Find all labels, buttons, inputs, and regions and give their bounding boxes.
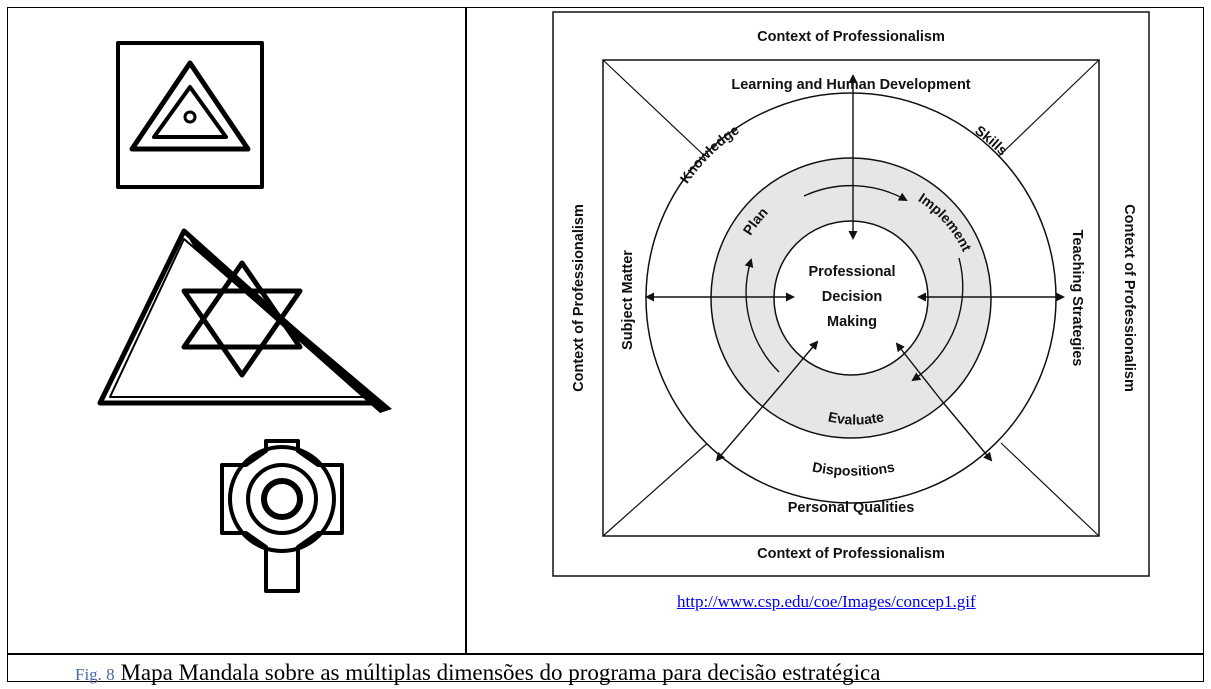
figure-frame (7, 7, 1204, 682)
triangle-star-symbol (97, 228, 392, 413)
mandala-symbols (97, 41, 392, 593)
connector-arrows (645, 74, 1065, 462)
context-label-top: Context of Professionalism (757, 29, 945, 45)
circle-cross-symbol (220, 439, 344, 593)
teaching-strategies-label: Teaching Strategies (1069, 230, 1085, 367)
column-divider (465, 7, 467, 654)
source-link[interactable]: http://www.csp.edu/coe/Images/concep1.gi… (677, 592, 976, 611)
center-circle (773, 220, 929, 376)
diagram-frames (552, 11, 1150, 577)
outer-frame (552, 11, 1150, 577)
center-label-line-2: Decision (822, 289, 882, 305)
center-label-line-3: Making (827, 314, 877, 330)
square-triangle-symbol (116, 41, 264, 189)
concept-diagram: Context of Professionalism Context of Pr… (552, 11, 1150, 577)
subject-matter-label: Subject Matter (620, 250, 636, 350)
dispositions-label: Dispositions (811, 458, 896, 478)
evaluate-label: Evaluate (827, 408, 886, 427)
personal-qualities-label: Personal Qualities (788, 500, 915, 516)
caption-text: Mapa Mandala sobre as múltiplas dimensõe… (114, 660, 881, 685)
figure-caption: Fig. 8 Mapa Mandala sobre as múltiplas d… (75, 660, 880, 686)
caption-divider (7, 653, 1204, 655)
concentric-rings (645, 92, 1057, 504)
center-label-line-1: Professional (808, 264, 895, 280)
inner-frame (602, 59, 1100, 537)
figure-number: Fig. 8 (75, 665, 115, 684)
context-label-right: Context of Professionalism (1121, 204, 1137, 392)
context-label-bottom: Context of Professionalism (757, 546, 945, 562)
context-label-left: Context of Professionalism (571, 204, 587, 392)
cycle-arrows (744, 184, 964, 382)
learning-development-label: Learning and Human Development (731, 77, 970, 93)
